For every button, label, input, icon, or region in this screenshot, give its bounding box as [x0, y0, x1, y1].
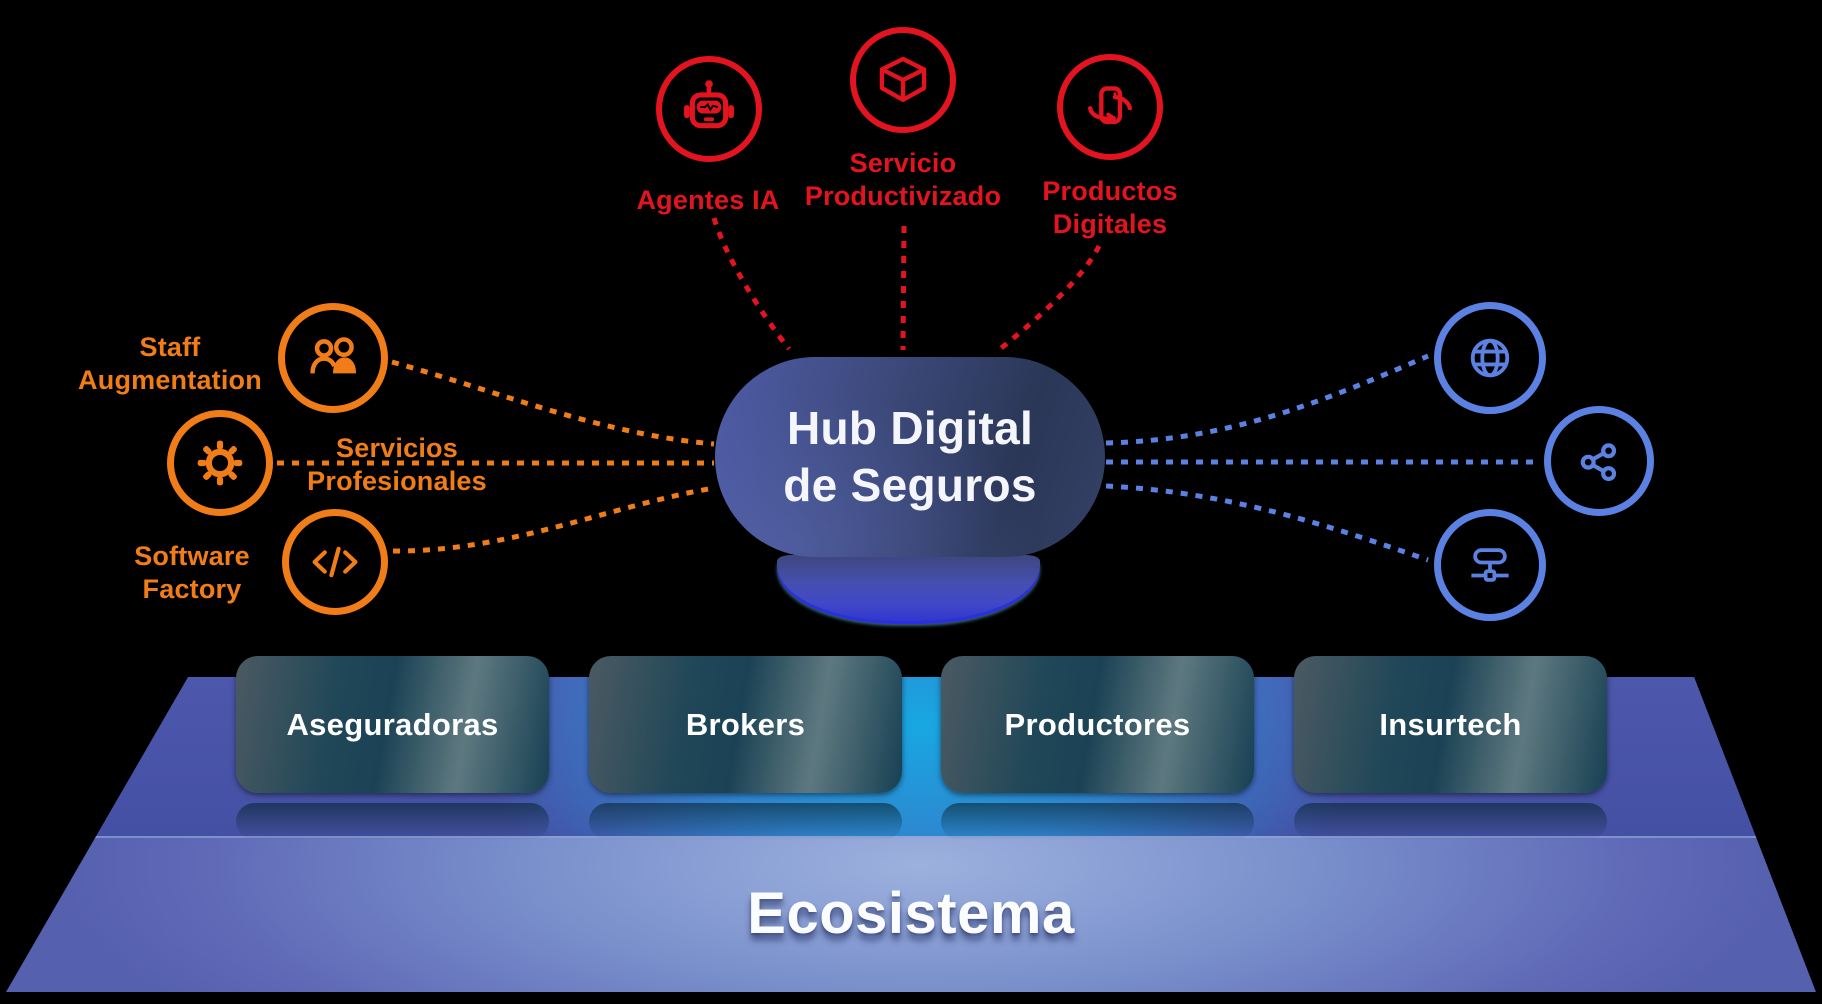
- network-icon: [1471, 548, 1509, 582]
- card-label: Brokers: [685, 706, 806, 742]
- share-circle: [1544, 406, 1654, 516]
- card-reflection: [941, 803, 1254, 840]
- productos-digitales-label: Productos Digitales: [1042, 176, 1178, 239]
- link-software-factory: [392, 485, 715, 554]
- card-label: Insurtech: [1379, 706, 1522, 742]
- gear-icon: [197, 440, 243, 486]
- software-factory-label: Software Factory: [134, 541, 250, 604]
- link-staff-augmentation: [391, 359, 715, 447]
- globe-circle: [1434, 302, 1546, 414]
- phone-rotate-icon: [1087, 86, 1133, 125]
- code-icon: [312, 546, 358, 578]
- link-globe: [1105, 353, 1429, 446]
- card-reflection: [589, 803, 902, 840]
- card-label: Aseguradoras: [286, 706, 499, 742]
- staff-augmentation-circle: [278, 303, 388, 413]
- cube-icon: [879, 56, 927, 103]
- card-aseguradoras: Aseguradoras: [236, 656, 549, 793]
- software-factory-circle: [282, 509, 388, 615]
- agentes-ia-circle: [656, 56, 762, 162]
- servicios-profesionales-label: Servicios Profesionales: [307, 433, 487, 496]
- agentes-ia-label: Agentes IA: [636, 185, 780, 215]
- staff-augmentation-label: Staff Augmentation: [78, 332, 262, 395]
- link-agentes-ia: [711, 217, 791, 351]
- link-servicio-productivizado: [900, 225, 907, 351]
- hub-title-line1: Hub Digital: [786, 401, 1034, 454]
- hub-title-line2: de Seguros: [783, 459, 1037, 511]
- link-network: [1105, 483, 1429, 563]
- card-productores: Productores: [941, 656, 1254, 793]
- link-productos-digitales: [993, 244, 1102, 355]
- globe-icon: [1470, 338, 1510, 378]
- servicios-profesionales-circle: [167, 410, 273, 516]
- ecosistema-title: Ecosistema: [747, 881, 1075, 946]
- people-icon: [310, 337, 357, 374]
- card-brokers: Brokers: [589, 656, 902, 793]
- share-icon: [1580, 443, 1617, 482]
- servicio-productivizado-circle: [850, 27, 956, 133]
- card-label: Productores: [1004, 706, 1191, 742]
- network-circle: [1434, 509, 1546, 621]
- card-insurtech: Insurtech: [1294, 656, 1607, 793]
- hub-pill: Hub Digital de Seguros: [715, 357, 1105, 557]
- robot-icon: [684, 80, 734, 129]
- productos-digitales-circle: [1057, 54, 1163, 160]
- card-reflection: [1294, 803, 1607, 840]
- card-reflection: [236, 803, 549, 840]
- servicio-productivizado-label: Servicio Productivizado: [804, 148, 1002, 211]
- platform-front-face: [6, 836, 1816, 992]
